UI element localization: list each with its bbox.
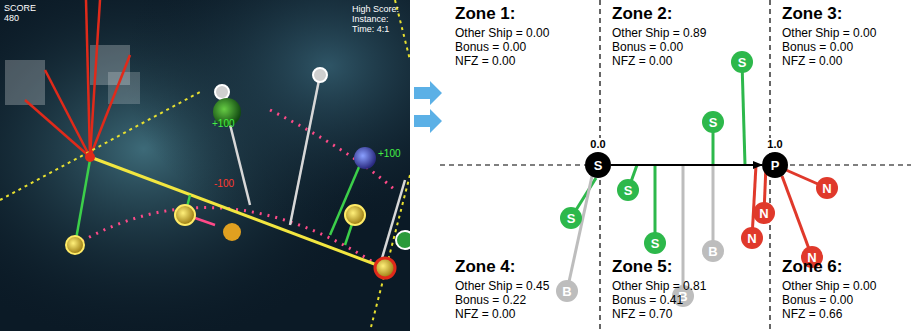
zone-value: Bonus = 0.00 [782,40,853,54]
zone-heading: Zone 6: [782,257,842,277]
ship-node: S [560,207,582,229]
zone-value: Bonus = 0.41 [612,293,683,307]
zone-value: NFZ = 0.00 [455,307,515,321]
zone-value: Bonus = 0.22 [455,293,526,307]
node-letter: S [651,237,660,250]
zone-value: NFZ = 0.66 [782,307,842,321]
hud-label: Time: 4:1 [352,24,389,35]
node-letter: S [738,56,747,69]
score-label: SCORE [4,3,36,14]
reward-text: +100 [212,118,235,130]
zone-value: Bonus = 0.00 [782,293,853,307]
target-node: P [762,152,788,178]
zone-value: Bonus = 0.00 [612,40,683,54]
zone-value: Other Ship = 0.45 [455,279,549,293]
node-letter: S [624,184,633,197]
axis-arrow [611,164,762,166]
ship-node: S [644,232,666,254]
zone-value: Other Ship = 0.81 [612,279,706,293]
zone-value: Other Ship = 0.00 [455,26,549,40]
start-node: S [585,152,611,178]
hud-label: High Score: [352,4,399,15]
nfz-node: N [816,177,838,199]
zone-heading: Zone 5: [612,257,672,277]
node-letter: N [747,232,756,245]
zone-value: NFZ = 0.00 [612,54,672,68]
axis-value: 1.0 [765,138,784,151]
score-value: 480 [4,13,19,24]
nfz-node: N [753,202,775,224]
zone-value: Bonus = 0.00 [455,40,526,54]
zone-heading: Zone 3: [782,4,842,24]
zone-value: NFZ = 0.00 [455,54,515,68]
axis-value: 0.0 [588,138,607,151]
node-letter: N [822,182,831,195]
node-letter: P [771,159,780,172]
zone-value: Other Ship = 0.00 [782,279,876,293]
node-letter: S [709,116,718,129]
zone-heading: Zone 4: [455,257,515,277]
zone-value: NFZ = 0.00 [782,54,842,68]
node-letter: B [708,245,717,258]
game-screenshot [0,0,410,331]
zone-value: Other Ship = 0.00 [782,26,876,40]
node-letter: N [759,207,768,220]
bonus-node: B [556,280,578,302]
bonus-node: B [702,240,724,262]
zone-value: Other Ship = 0.89 [612,26,706,40]
hud-label: Instance: [352,14,389,25]
node-letter: B [562,285,571,298]
zone-heading: Zone 2: [612,4,672,24]
node-letter: S [594,159,603,172]
reward-text: +100 [378,148,401,160]
nfz-node: N [741,227,763,249]
zone-heading: Zone 1: [455,4,515,24]
zone-value: NFZ = 0.70 [612,307,672,321]
ship-node: S [702,111,724,133]
penalty-text: -100 [214,178,234,190]
ship-node: S [731,51,753,73]
node-letter: S [567,212,576,225]
ship-node: S [617,179,639,201]
